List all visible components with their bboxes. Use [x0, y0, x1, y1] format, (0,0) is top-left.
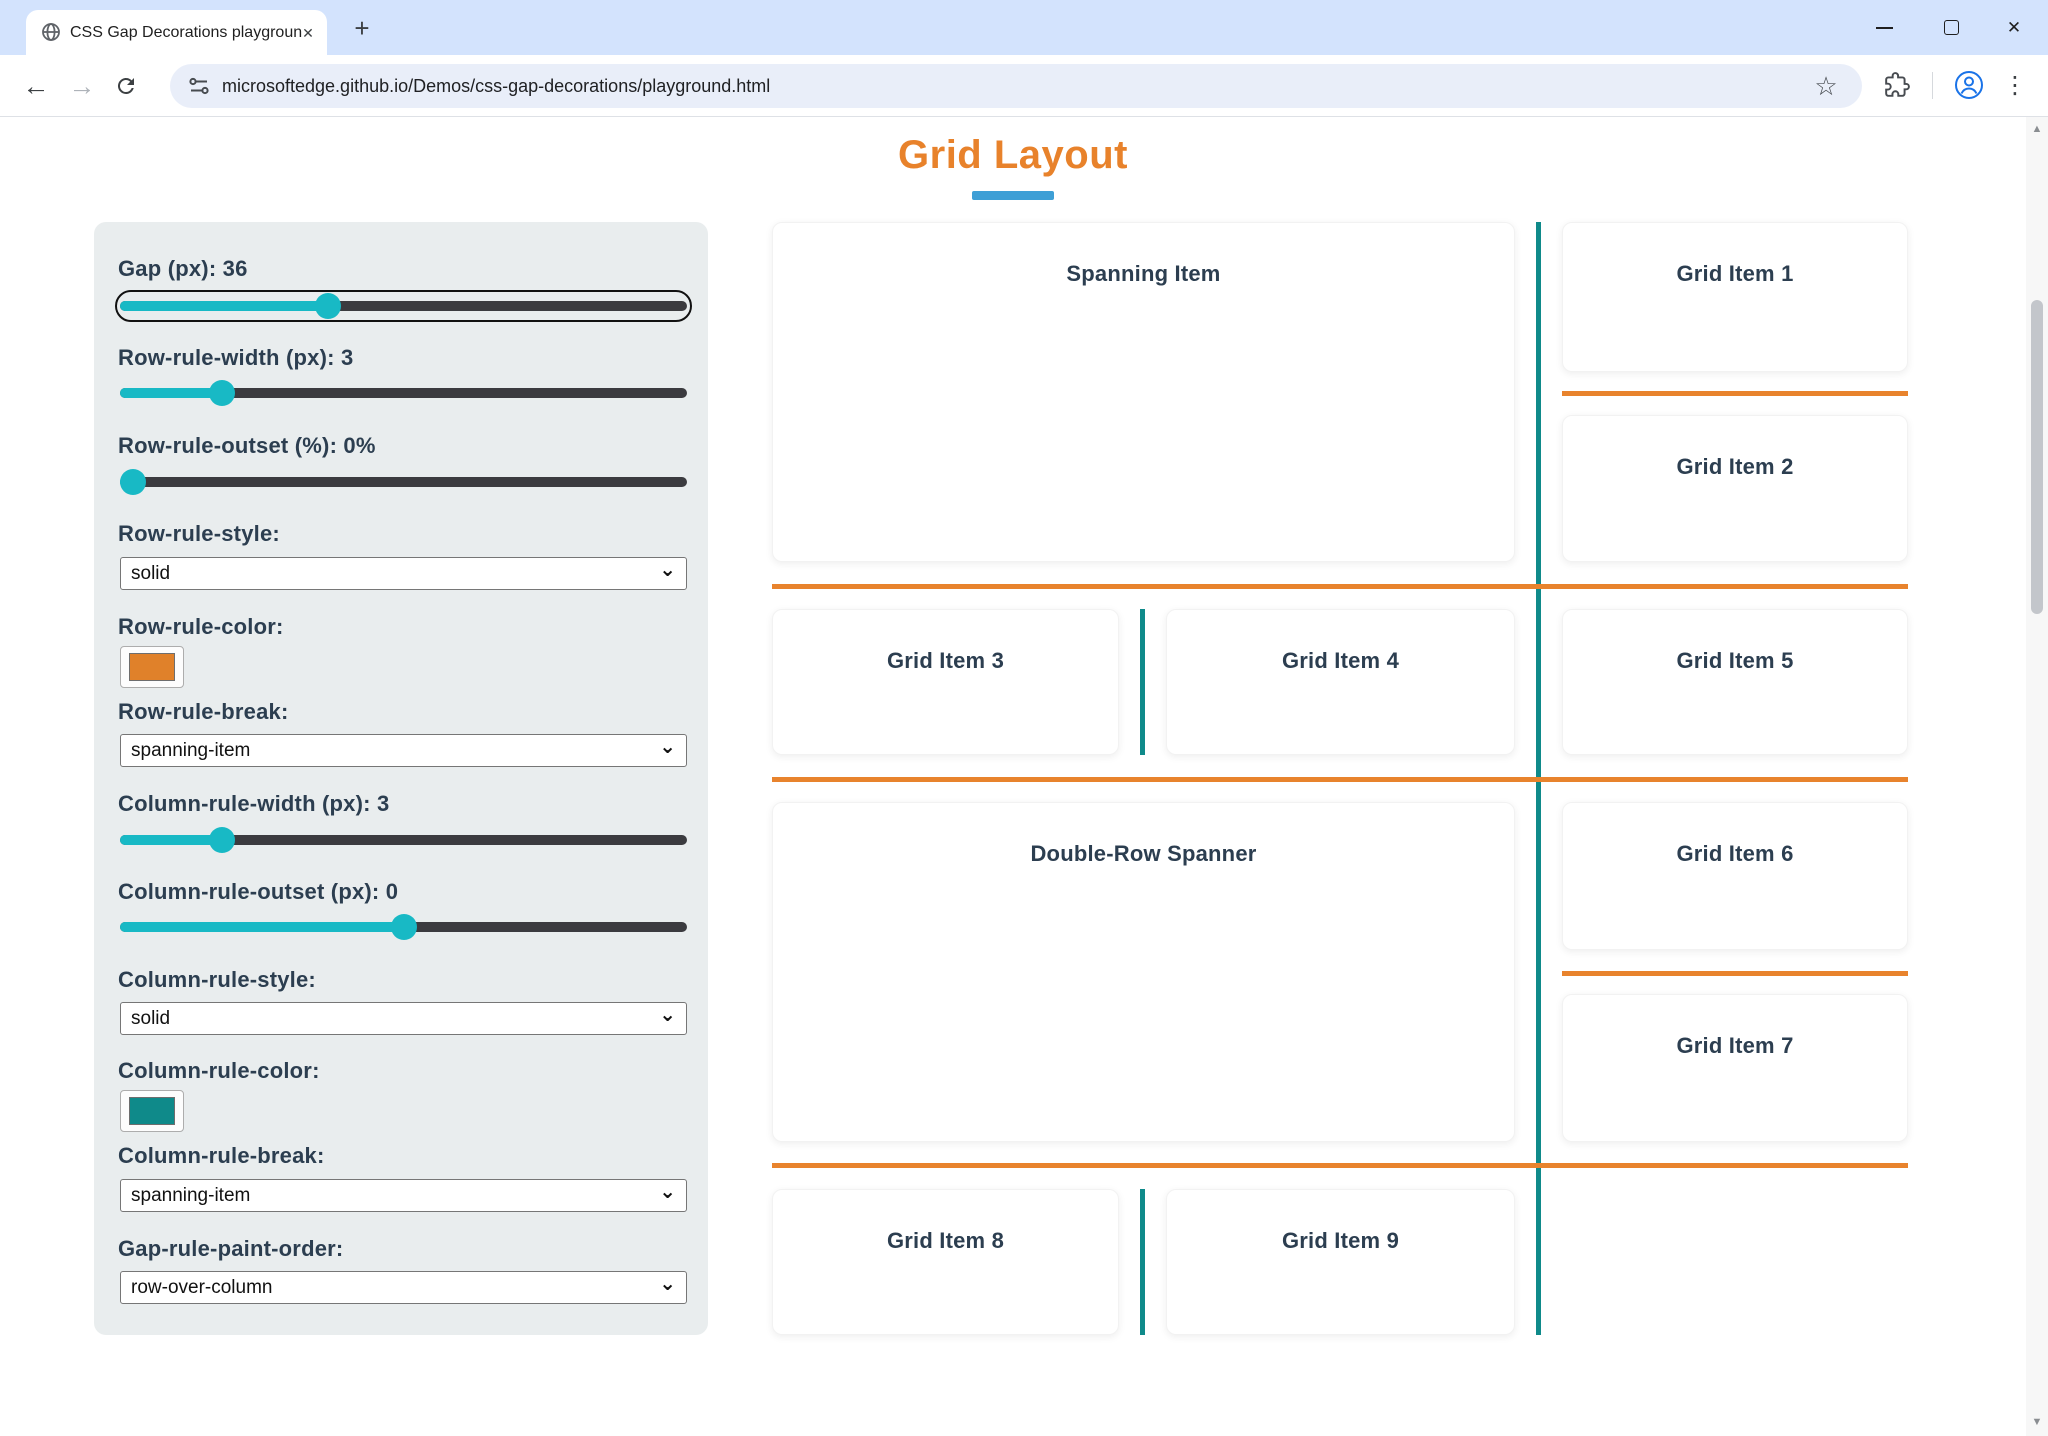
- page-title: Grid Layout: [898, 133, 1128, 177]
- tab-title: CSS Gap Decorations playgroun: [70, 24, 303, 41]
- column-rule-width-label: Column-rule-width (px): 3: [118, 791, 390, 816]
- url-text: microsoftedge.github.io/Demos/css-gap-de…: [222, 76, 771, 96]
- column-rule-segment: [1140, 1189, 1145, 1335]
- grid-card: Grid Item 2: [1562, 415, 1908, 562]
- select-value: row-over-column: [131, 1277, 273, 1298]
- gap-label: Gap (px): 36: [118, 256, 248, 281]
- row-rule-style-label: Row-rule-style:: [118, 521, 280, 546]
- column-rule-break-label: Column-rule-break:: [118, 1143, 325, 1168]
- chevron-down-icon: ⌄: [659, 736, 676, 758]
- title-underline: [972, 191, 1054, 200]
- slider-thumb[interactable]: [390, 914, 417, 940]
- toolbar-divider: [1932, 72, 1933, 99]
- column-rule-style-select[interactable]: solid ⌄: [120, 1002, 687, 1035]
- row-rule: [772, 584, 1908, 589]
- slider-track[interactable]: [120, 835, 687, 845]
- window-minimize-button[interactable]: [1876, 27, 1893, 29]
- column-rule-color-label: Column-rule-color:: [118, 1058, 320, 1083]
- extensions-icon[interactable]: [1884, 72, 1910, 98]
- slider-thumb[interactable]: [209, 380, 236, 406]
- browser-menu-icon[interactable]: ⋮: [2003, 72, 2027, 99]
- column-rule-outset-slider[interactable]: [120, 914, 687, 940]
- select-value: solid: [131, 1008, 171, 1029]
- reload-button[interactable]: [114, 74, 138, 98]
- row-rule-break-label: Row-rule-break:: [118, 699, 289, 724]
- row-rule-color-picker[interactable]: [120, 646, 184, 688]
- tab-close-icon[interactable]: ✕: [302, 25, 314, 41]
- gap-slider[interactable]: [115, 290, 692, 322]
- grid-card: Grid Item 3: [772, 609, 1119, 755]
- bookmark-star-icon[interactable]: ☆: [1814, 71, 1838, 101]
- slider-fill: [120, 301, 328, 311]
- grid-card: Double-Row Spanner: [772, 802, 1515, 1142]
- color-swatch: [129, 653, 175, 681]
- row-rule-style-select[interactable]: solid ⌄: [120, 557, 687, 590]
- row-rule-outset-slider[interactable]: [120, 469, 687, 495]
- color-swatch: [129, 1097, 175, 1125]
- tab-strip: CSS Gap Decorations playgroun ✕ + ✕: [0, 0, 2048, 55]
- column-rule-break-select[interactable]: spanning-item ⌄: [120, 1179, 687, 1212]
- scroll-down-icon[interactable]: ▼: [2031, 1416, 2043, 1428]
- gap-rule-paint-order-select[interactable]: row-over-column ⌄: [120, 1271, 687, 1304]
- controls-panel: [94, 222, 708, 1335]
- slider-thumb[interactable]: [120, 469, 146, 495]
- browser-toolbar: ← → microsoftedge.github.io/Demos/css-ga…: [0, 55, 2048, 117]
- row-rule: [772, 1163, 1908, 1168]
- slider-fill: [120, 388, 223, 398]
- chevron-down-icon: ⌄: [659, 1273, 676, 1295]
- scroll-up-icon[interactable]: ▲: [2031, 123, 2043, 135]
- row-rule-segment: [1562, 971, 1908, 976]
- chevron-down-icon: ⌄: [659, 559, 676, 581]
- new-tab-button[interactable]: +: [354, 13, 370, 43]
- window-close-button[interactable]: ✕: [2006, 18, 2022, 37]
- select-value: spanning-item: [131, 740, 251, 761]
- slider-track[interactable]: [120, 477, 687, 487]
- row-rule-break-select[interactable]: spanning-item ⌄: [120, 734, 687, 767]
- row-rule-color-label: Row-rule-color:: [118, 614, 284, 639]
- grid-card: Grid Item 6: [1562, 802, 1908, 950]
- gap-rule-paint-order-label: Gap-rule-paint-order:: [118, 1236, 344, 1261]
- scrollbar-thumb[interactable]: [2031, 300, 2043, 614]
- browser-tab[interactable]: CSS Gap Decorations playgroun ✕: [26, 10, 327, 55]
- chevron-down-icon: ⌄: [659, 1004, 676, 1026]
- column-rule-width-slider[interactable]: [120, 827, 687, 853]
- chevron-down-icon: ⌄: [659, 1181, 676, 1203]
- grid-card: Grid Item 5: [1562, 609, 1908, 755]
- row-rule-segment: [1562, 391, 1908, 396]
- grid-card: Grid Item 7: [1562, 994, 1908, 1142]
- column-rule-segment: [1140, 609, 1145, 755]
- grid-card: Grid Item 1: [1562, 222, 1908, 372]
- row-rule-outset-label: Row-rule-outset (%): 0%: [118, 433, 376, 458]
- site-info-icon[interactable]: [188, 75, 210, 97]
- slider-track[interactable]: [120, 388, 687, 398]
- grid-card: Spanning Item: [772, 222, 1515, 562]
- window-maximize-button[interactable]: [1944, 20, 1959, 35]
- slider-track[interactable]: [120, 301, 687, 311]
- grid-card: Grid Item 8: [772, 1189, 1119, 1335]
- slider-fill: [120, 922, 404, 932]
- forward-button[interactable]: →: [68, 71, 96, 101]
- grid-card: Grid Item 4: [1166, 609, 1515, 755]
- globe-favicon-icon: [42, 23, 60, 41]
- column-rule-outset-label: Column-rule-outset (px): 0: [118, 879, 399, 904]
- select-value: solid: [131, 563, 171, 584]
- row-rule: [772, 777, 1908, 782]
- slider-thumb[interactable]: [209, 827, 236, 853]
- slider-fill: [120, 835, 223, 845]
- row-rule-width-slider[interactable]: [120, 380, 687, 406]
- select-value: spanning-item: [131, 1185, 251, 1206]
- grid-card: Grid Item 9: [1166, 1189, 1515, 1335]
- row-rule-width-label: Row-rule-width (px): 3: [118, 345, 354, 370]
- back-button[interactable]: ←: [22, 71, 50, 101]
- column-rule-style-label: Column-rule-style:: [118, 967, 316, 992]
- profile-avatar-icon[interactable]: [1954, 70, 1984, 100]
- slider-thumb[interactable]: [314, 293, 341, 319]
- address-bar[interactable]: microsoftedge.github.io/Demos/css-gap-de…: [170, 64, 1862, 108]
- column-rule-color-picker[interactable]: [120, 1090, 184, 1132]
